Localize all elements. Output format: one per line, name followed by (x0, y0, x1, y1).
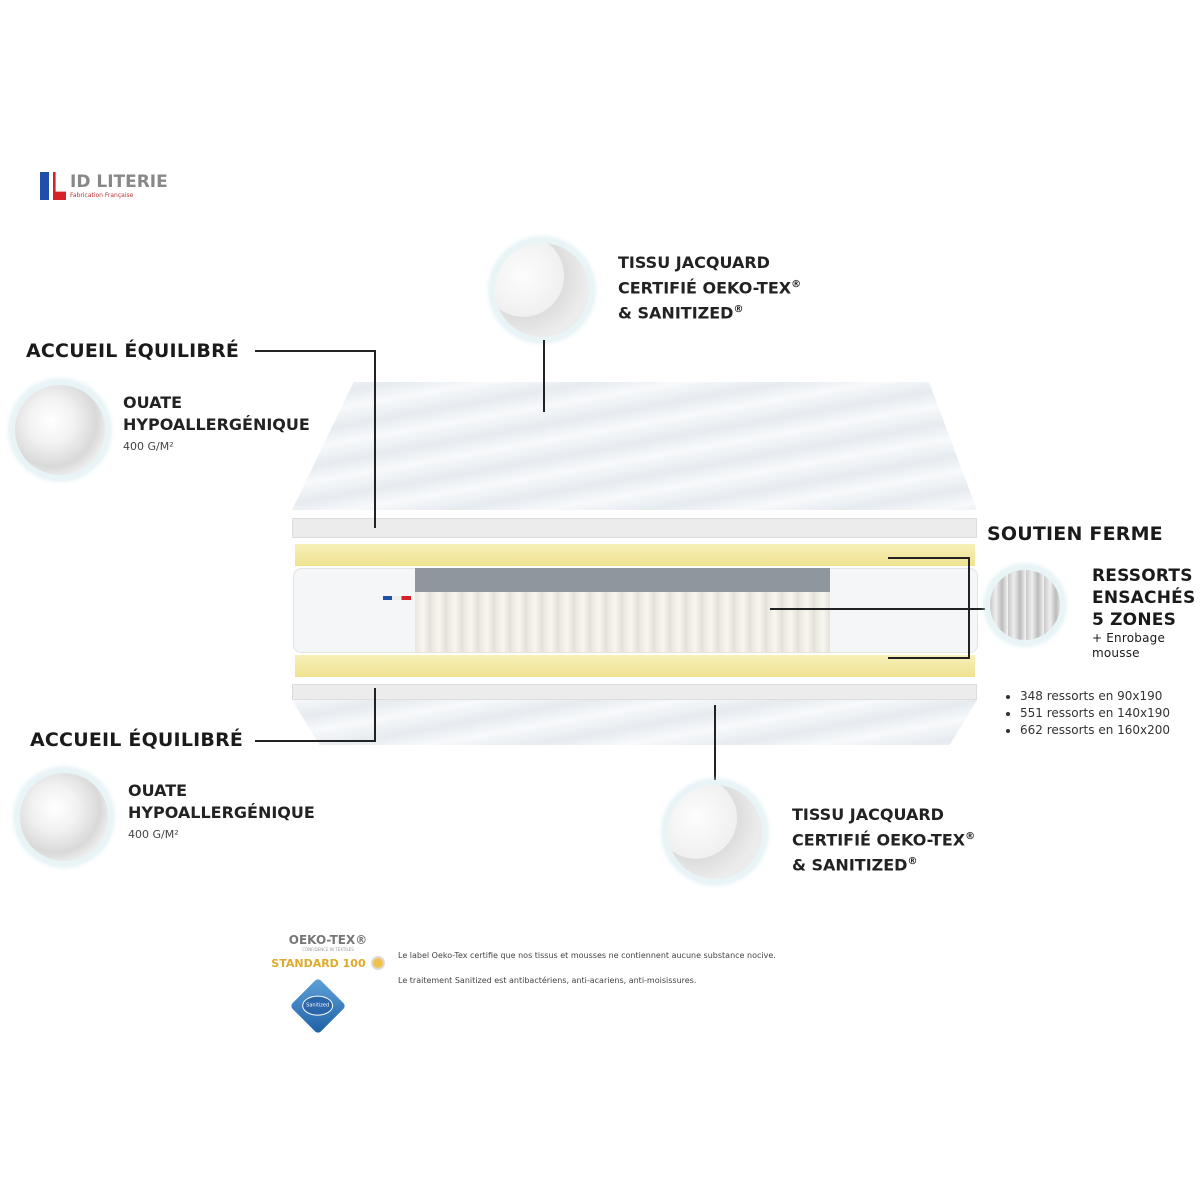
top-fabric-label: TISSU JACQUARD CERTIFIÉ OEKO-TEX® & SANI… (618, 253, 802, 323)
oeko-tex-logo: OEKO-TEX® CONFIDENCE IN TEXTILES STANDAR… (268, 933, 388, 971)
sanitized-description: Le traitement Sanitized est antibactérie… (398, 976, 697, 985)
support-detail: RESSORTS ENSACHÉS 5 ZONES + Enrobage mou… (1092, 566, 1196, 660)
spring-count-list: 348 ressorts en 90x190 551 ressorts en 1… (1008, 688, 1170, 739)
sun-icon (370, 955, 385, 970)
bottom-fabric-sample-image (663, 780, 767, 884)
top-foam-layer (295, 544, 975, 566)
connector-line (714, 705, 716, 785)
brand-name: ID LITERIE (70, 172, 168, 192)
wadding-sample-image (10, 380, 110, 480)
top-comfort-detail: OUATE HYPOALLERGÉNIQUE 400 G/M² (123, 393, 310, 453)
brand-tagline: Fabrication Française (70, 192, 134, 199)
mini-flag-icon (383, 596, 411, 600)
bottom-fabric-label: TISSU JACQUARD CERTIFIÉ OEKO-TEX® & SANI… (792, 805, 976, 875)
core-grey-band (415, 568, 830, 592)
top-quilted-panel (292, 382, 977, 510)
list-item: 662 ressorts en 160x200 (1020, 722, 1170, 739)
support-title: SOUTIEN FERME (987, 523, 1163, 545)
top-wadding-layer (292, 518, 977, 538)
connector-line (888, 557, 970, 559)
wadding-sample-image (15, 768, 113, 866)
springs-sample-image (985, 565, 1065, 645)
bottom-quilted-panel (292, 700, 977, 745)
bottom-wadding-layer (292, 684, 977, 700)
bottom-comfort-title: ACCUEIL ÉQUILIBRÉ (30, 729, 244, 751)
oeko-tex-description: Le label Oeko-Tex certifie que nos tissu… (398, 951, 776, 960)
connector-line (770, 608, 985, 610)
bottom-foam-layer (295, 655, 975, 677)
bottom-comfort-detail: OUATE HYPOALLERGÉNIQUE 400 G/M² (128, 781, 315, 841)
connector-line (543, 340, 545, 412)
connector-line (374, 350, 376, 528)
pocket-springs (415, 592, 830, 652)
list-item: 551 ressorts en 140x190 (1020, 705, 1170, 722)
connector-line (255, 350, 375, 352)
list-item: 348 ressorts en 90x190 (1020, 688, 1170, 705)
connector-line (255, 740, 375, 742)
connector-line (888, 657, 970, 659)
sanitized-logo: Sanitized (289, 977, 347, 1035)
connector-line (374, 688, 376, 742)
flag-icon (40, 172, 66, 200)
brand-logo: ID LITERIE Fabrication Française (40, 172, 180, 202)
top-comfort-title: ACCUEIL ÉQUILIBRÉ (26, 340, 240, 362)
top-fabric-sample-image (490, 238, 594, 342)
